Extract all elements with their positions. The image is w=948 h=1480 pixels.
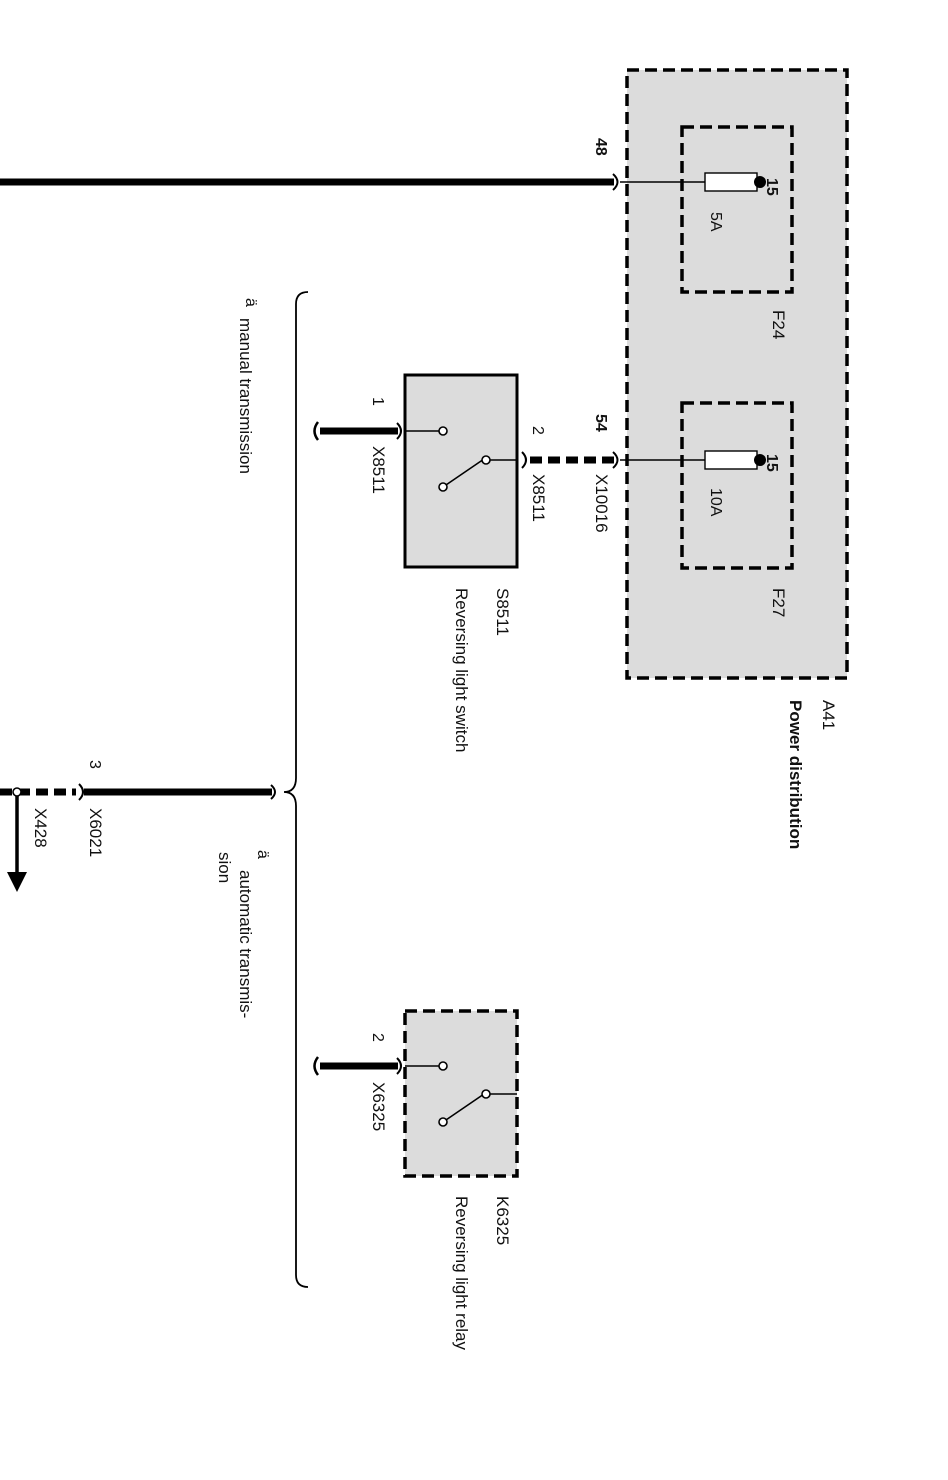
fuse-f24-terminal xyxy=(754,176,766,188)
arrow-down-icon xyxy=(7,872,27,892)
power-distribution-module xyxy=(625,68,849,680)
switch-ref-label: S8511 xyxy=(493,588,512,636)
relay-node-3 xyxy=(481,1089,491,1099)
manual-variant-mark: ä xyxy=(242,298,259,307)
output-brace-hook xyxy=(270,784,276,800)
f24-pin-label: 15 xyxy=(763,178,780,196)
f24-rating-label: 5A xyxy=(707,212,724,232)
automatic-transmission-label-1: automatic transmis- xyxy=(236,870,255,1018)
fuse-f27 xyxy=(620,450,766,470)
output-pin-label: 3 xyxy=(86,760,103,769)
switch-pin-in-label: 1 xyxy=(369,397,386,406)
output-connector-label: X6021 xyxy=(86,808,105,857)
switch-box xyxy=(403,373,519,569)
f27-ref-label: F27 xyxy=(769,588,788,617)
manual-transmission-label: manual transmission xyxy=(236,318,255,474)
f27-rating-label: 10A xyxy=(707,488,724,517)
connector-x6021-hook xyxy=(78,783,84,801)
switch-pin-out-connector: X8511 xyxy=(529,474,548,522)
output-junction xyxy=(12,787,22,797)
relay-contact xyxy=(442,1093,485,1123)
pin-54-label: 54 xyxy=(592,414,609,432)
automatic-transmission-label-2: sion xyxy=(215,852,234,883)
switch-node-1 xyxy=(438,426,448,436)
switch-node-3 xyxy=(481,455,491,465)
reversing-light-switch xyxy=(403,373,519,569)
relay-name-label: Reversing light relay xyxy=(452,1196,471,1351)
switch-pin1-end xyxy=(313,421,320,441)
switch-pin-out-label: 2 xyxy=(529,426,546,435)
reversing-light-relay xyxy=(403,1009,519,1178)
relay-pin-connector: X6325 xyxy=(369,1082,388,1131)
relay-pin-label: 2 xyxy=(369,1033,386,1042)
relay-pin2-end xyxy=(313,1056,320,1076)
connector-48-hook xyxy=(612,173,619,191)
automatic-variant-mark: ä xyxy=(254,850,271,859)
pd-ref-label: A41 xyxy=(819,700,838,730)
switch-name-label: Reversing light switch xyxy=(452,588,471,752)
relay-node-2 xyxy=(438,1117,448,1127)
switch-pin2-hook xyxy=(521,451,527,469)
switch-node-2 xyxy=(438,482,448,492)
relay-node-1 xyxy=(438,1061,448,1071)
switch-contact xyxy=(442,458,485,488)
connector-x10016-label: X10016 xyxy=(592,474,611,533)
switch-pin-in-connector: X8511 xyxy=(369,446,388,494)
fuse-f24 xyxy=(620,172,766,192)
fuse-f24-symbol xyxy=(704,172,758,192)
pd-name-label: Power distribution xyxy=(786,700,805,849)
relay-pin2-hook xyxy=(396,1057,402,1075)
power-distribution-box xyxy=(625,68,849,680)
connector-54-hook xyxy=(612,451,619,469)
switch-pin1-hook xyxy=(396,422,402,440)
fuse-f27-terminal xyxy=(754,454,766,466)
fuse-f27-symbol xyxy=(704,450,758,470)
relay-ref-label: K6325 xyxy=(493,1196,512,1245)
variant-brace xyxy=(283,291,309,1288)
output-destination-label: X428 xyxy=(31,808,50,848)
fuse-f24-box xyxy=(680,125,794,294)
pin-48-label: 48 xyxy=(592,138,609,156)
fuse-f27-box xyxy=(680,401,794,570)
f24-ref-label: F24 xyxy=(769,310,788,339)
f27-pin-label: 15 xyxy=(763,454,780,472)
